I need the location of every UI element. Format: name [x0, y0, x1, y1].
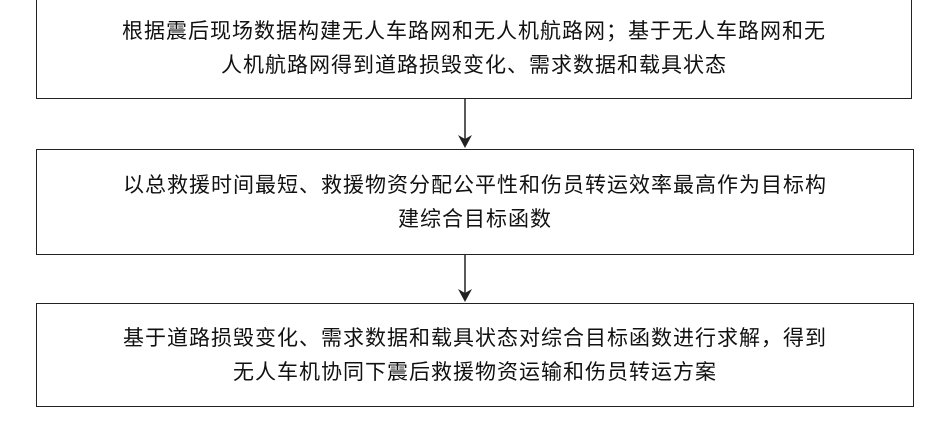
step-1-text: 根据震后现场数据构建无人车路网和无人机航路网；基于无人车路网和无 人机航路网得到…	[104, 14, 844, 82]
step-2-text: 以总救援时间最短、救援物资分配公平性和伤员转运效率最高作为目标构 建综合目标函数	[105, 168, 845, 236]
arrow-2-to-3	[455, 255, 475, 303]
step-2-box: 以总救援时间最短、救援物资分配公平性和伤员转运效率最高作为目标构 建综合目标函数	[36, 149, 914, 255]
arrow-1-to-2	[455, 99, 475, 149]
step-1-box: 根据震后现场数据构建无人车路网和无人机航路网；基于无人车路网和无 人机航路网得到…	[36, 0, 912, 99]
step-3-box: 基于道路损毁变化、需求数据和载具状态对综合目标函数进行求解，得到 无人车机协同下…	[36, 303, 914, 407]
step-3-text: 基于道路损毁变化、需求数据和载具状态对综合目标函数进行求解，得到 无人车机协同下…	[105, 321, 845, 389]
